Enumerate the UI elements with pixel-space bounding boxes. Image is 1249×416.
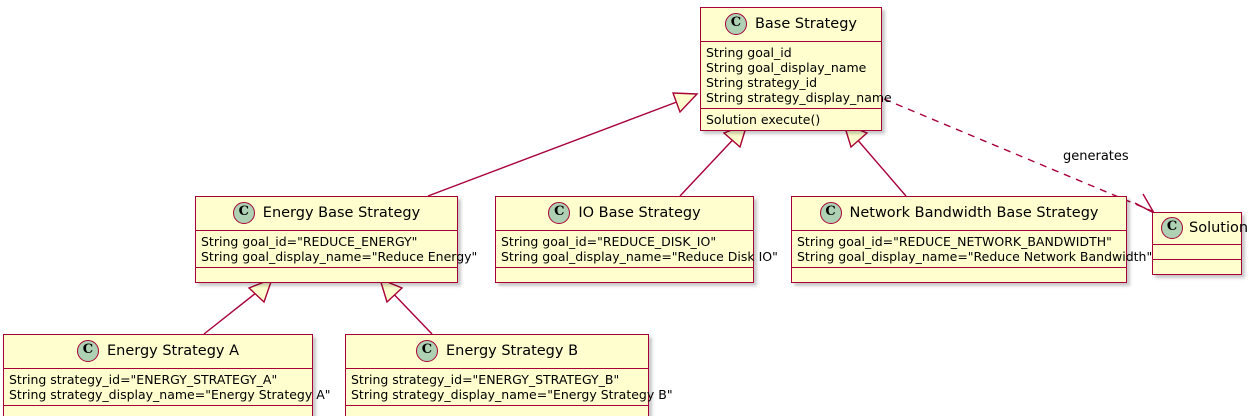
class-attributes-network-bandwidth-base-strategy: String goal_id="REDUCE_NETWORK_BANDWIDTH… — [792, 231, 1153, 268]
edge-network-base-extends-base — [842, 122, 907, 197]
class-header-base-strategy: C Base Strategy — [701, 8, 881, 42]
attribute-row: String goal_display_name="Reduce Energy" — [201, 249, 478, 264]
edge-energy-base-extends-base — [427, 92, 699, 197]
attribute-row: String strategy_display_name — [706, 90, 892, 105]
class-box-io-base-strategy[interactable]: C IO Base Strategy String goal_id="REDUC… — [495, 196, 778, 283]
class-attributes-io-base-strategy: String goal_id="REDUCE_DISK_IO" String g… — [496, 231, 778, 268]
class-methods-network-bandwidth-base-strategy — [792, 268, 1126, 282]
class-box-network-bandwidth-base-strategy[interactable]: C Network Bandwidth Base Strategy String… — [791, 196, 1153, 283]
class-title-energy-base-strategy: Energy Base Strategy — [262, 205, 421, 221]
class-methods-solution — [1153, 260, 1241, 274]
class-title-io-base-strategy: IO Base Strategy — [578, 205, 701, 221]
class-title-energy-strategy-a: Energy Strategy A — [106, 343, 240, 359]
class-methods-energy-strategy-b — [346, 406, 648, 416]
class-methods-base-strategy: Solution execute() — [701, 109, 881, 130]
attribute-row: String goal_display_name — [706, 60, 867, 75]
class-marker-icon: C — [724, 13, 747, 35]
class-box-base-strategy[interactable]: C Base Strategy String goal_id String go… — [700, 7, 892, 131]
edge-energy-a-extends-energy-base — [203, 277, 274, 335]
class-header-energy-base-strategy: C Energy Base Strategy — [196, 197, 457, 231]
class-title-base-strategy: Base Strategy — [754, 16, 858, 32]
class-marker-icon: C — [1161, 217, 1183, 239]
class-marker-icon: C — [232, 202, 255, 224]
class-methods-energy-strategy-a — [4, 406, 312, 416]
edge-label-generates: generates — [1063, 149, 1129, 164]
class-marker-icon: C — [548, 202, 571, 224]
class-header-io-base-strategy: C IO Base Strategy — [496, 197, 753, 231]
attribute-row: String strategy_display_name="Energy Str… — [351, 387, 673, 402]
edge-energy-b-extends-energy-base — [378, 277, 433, 335]
attribute-row: String goal_display_name="Reduce Disk IO… — [501, 249, 778, 264]
class-attributes-energy-base-strategy: String goal_id="REDUCE_ENERGY" String go… — [196, 231, 478, 268]
class-box-solution[interactable]: C Solution — [1152, 212, 1248, 275]
class-attributes-energy-strategy-b: String strategy_id="ENERGY_STRATEGY_B" S… — [346, 369, 673, 406]
class-header-network-bandwidth-base-strategy: C Network Bandwidth Base Strategy — [792, 197, 1126, 231]
class-methods-energy-base-strategy — [196, 268, 457, 282]
class-title-solution: Solution — [1189, 220, 1249, 236]
class-methods-io-base-strategy — [496, 268, 753, 282]
method-row: Solution execute() — [706, 112, 821, 127]
class-attributes-solution — [1153, 245, 1241, 260]
class-attributes-base-strategy: String goal_id String goal_display_name … — [701, 42, 892, 109]
attribute-row: String goal_id — [706, 45, 792, 60]
class-title-network-bandwidth-base-strategy: Network Bandwidth Base Strategy — [849, 205, 1099, 221]
class-box-energy-strategy-a[interactable]: C Energy Strategy A String strategy_id="… — [3, 334, 331, 416]
edge-io-base-extends-base — [679, 122, 749, 197]
attribute-row: String goal_id="REDUCE_NETWORK_BANDWIDTH… — [797, 234, 1112, 249]
class-marker-icon: C — [819, 202, 842, 224]
attribute-row: String strategy_display_name="Energy Str… — [9, 387, 331, 402]
attribute-row: String goal_id="REDUCE_DISK_IO" — [501, 234, 717, 249]
class-header-energy-strategy-b: C Energy Strategy B — [346, 335, 648, 369]
attribute-row: String strategy_id="ENERGY_STRATEGY_B" — [351, 372, 620, 387]
attribute-row: String goal_id="REDUCE_ENERGY" — [201, 234, 418, 249]
attribute-row: String strategy_id — [706, 75, 818, 90]
attribute-row: String goal_display_name="Reduce Network… — [797, 249, 1153, 264]
class-title-energy-strategy-b: Energy Strategy B — [445, 343, 579, 359]
class-header-solution: C Solution — [1153, 213, 1248, 245]
class-box-energy-base-strategy[interactable]: C Energy Base Strategy String goal_id="R… — [195, 196, 478, 283]
class-header-energy-strategy-a: C Energy Strategy A — [4, 335, 312, 369]
class-marker-icon: C — [415, 340, 438, 362]
class-marker-icon: C — [76, 340, 99, 362]
class-attributes-energy-strategy-a: String strategy_id="ENERGY_STRATEGY_A" S… — [4, 369, 331, 406]
attribute-row: String strategy_id="ENERGY_STRATEGY_A" — [9, 372, 278, 387]
class-box-energy-strategy-b[interactable]: C Energy Strategy B String strategy_id="… — [345, 334, 673, 416]
